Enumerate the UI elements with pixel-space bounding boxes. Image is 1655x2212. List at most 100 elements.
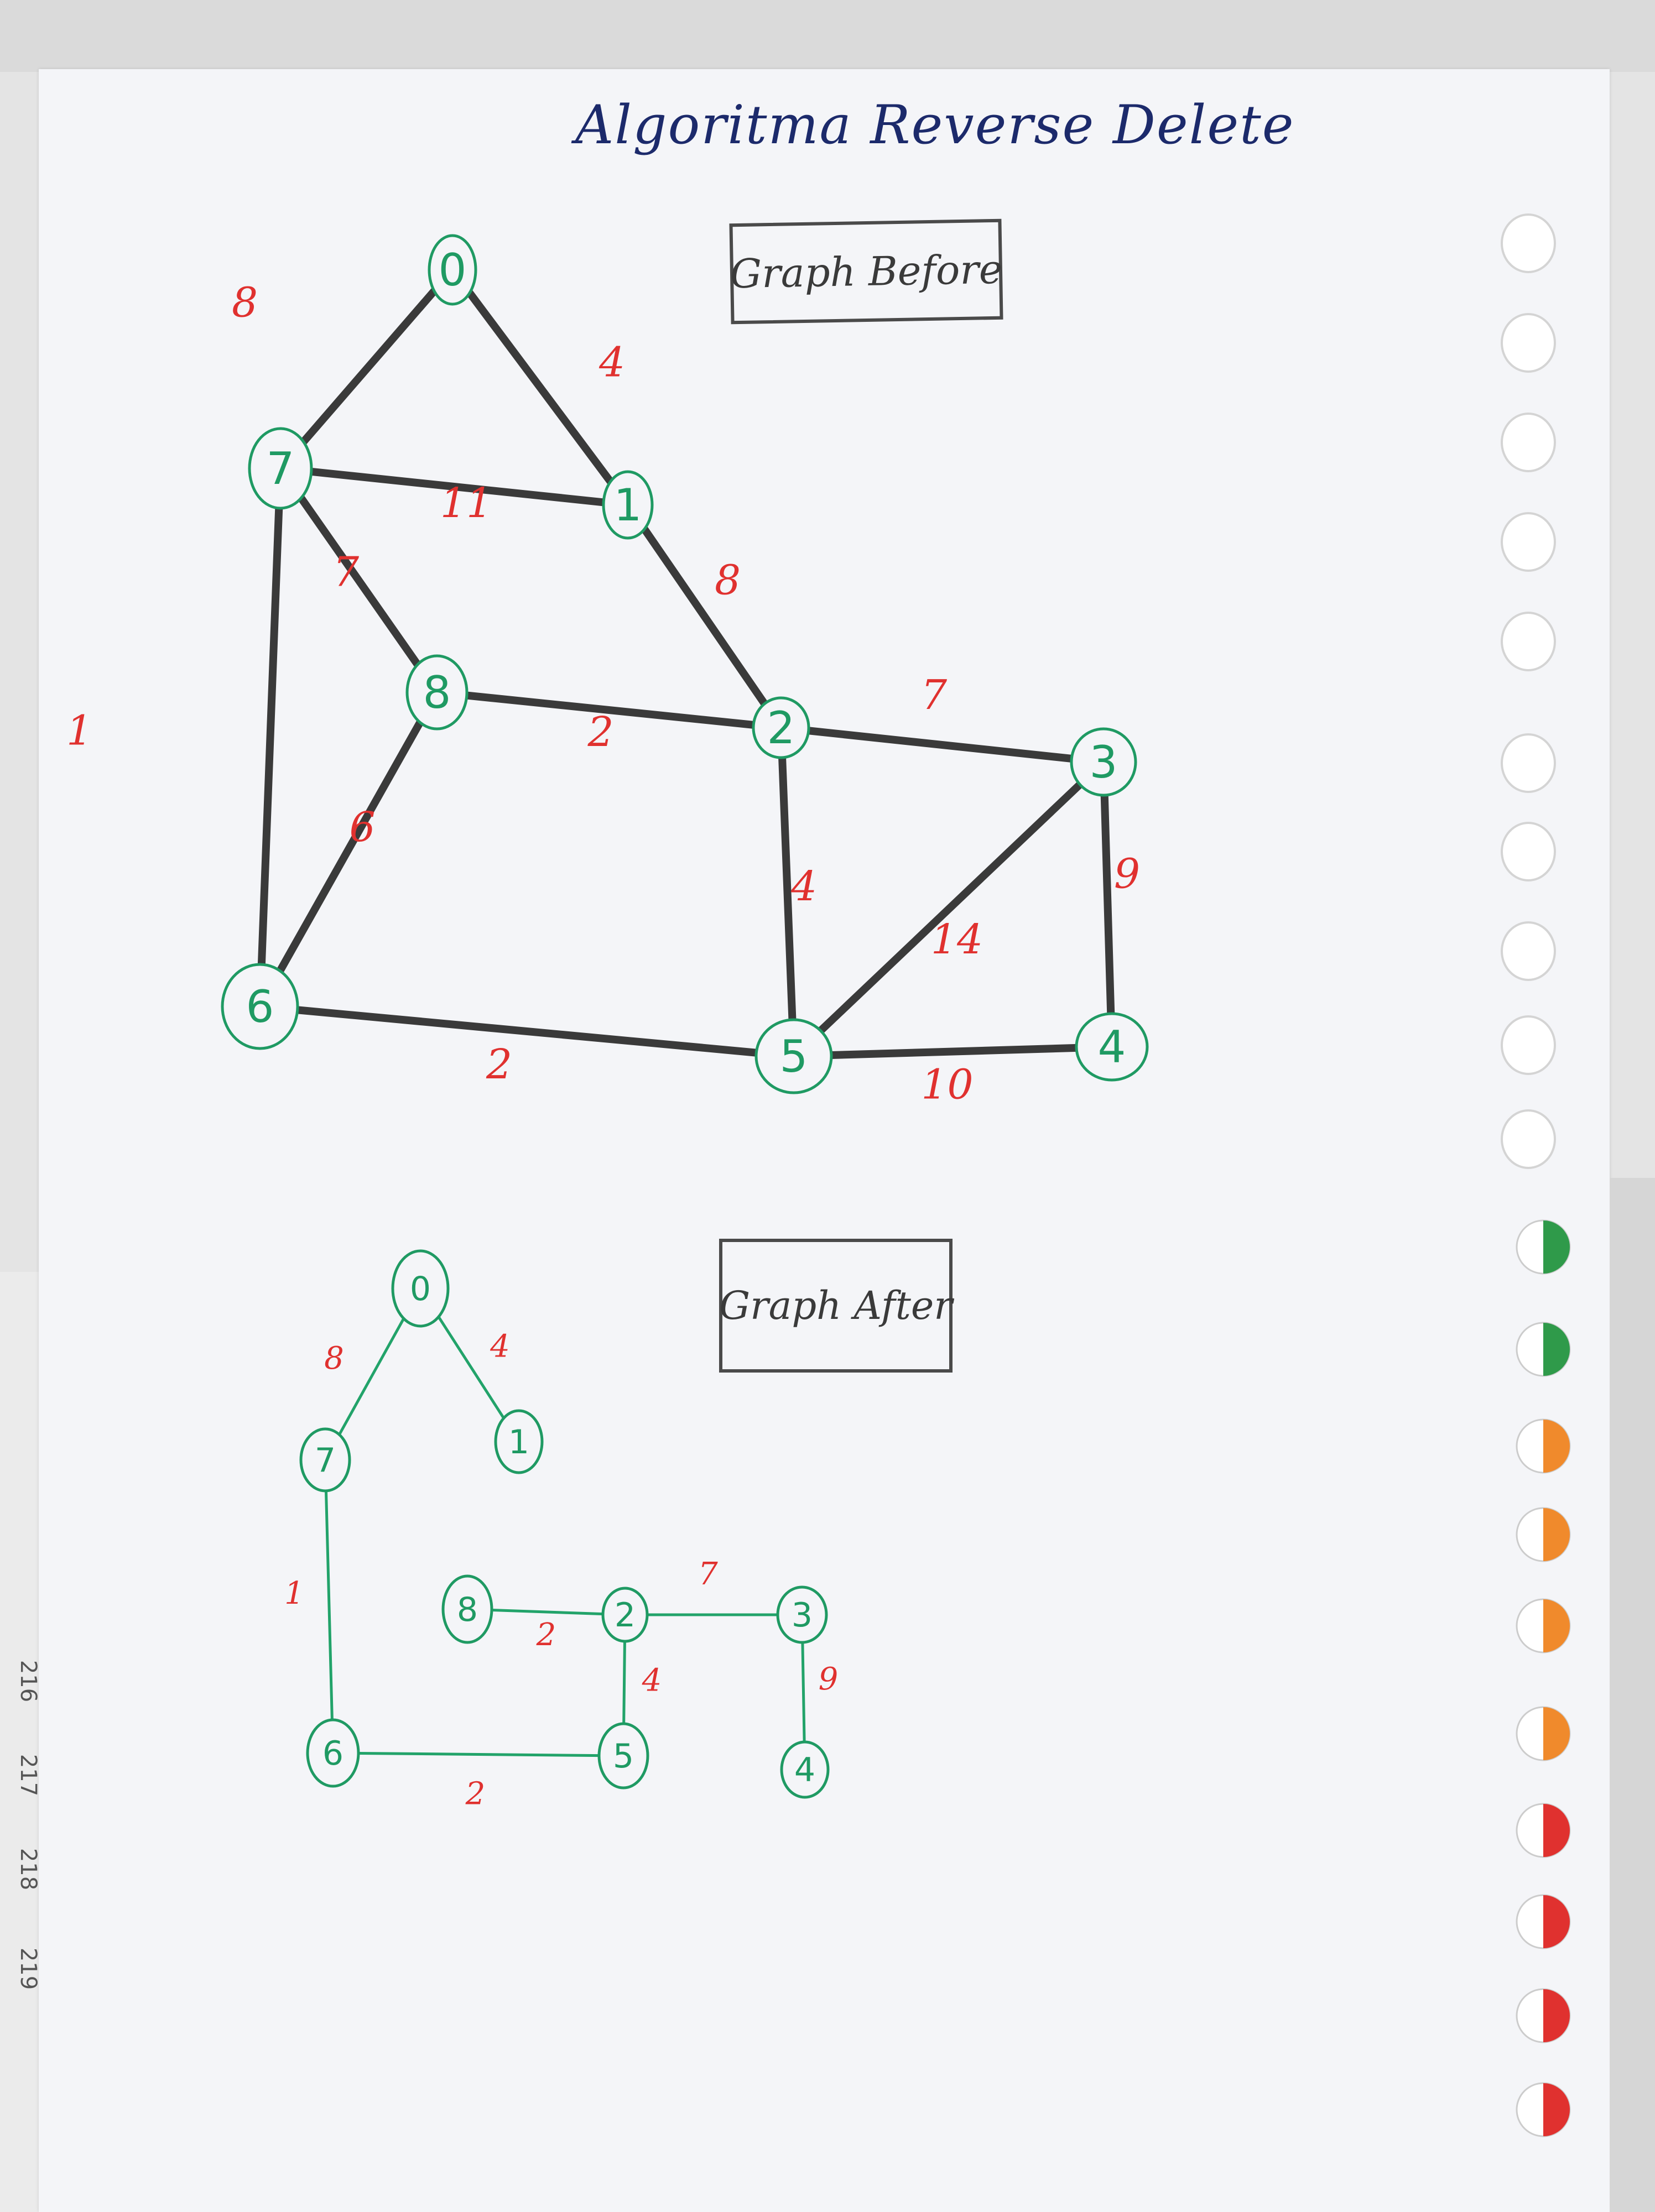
binder-hole [1501,921,1556,981]
node-5: 5 [754,1018,833,1094]
binder-holes [1501,213,1571,2137]
edge-weight-2-3: 7 [698,1556,718,1592]
node-circle [494,1409,544,1474]
edge-2-3 [777,724,1107,766]
edge-weight-0-1: 4 [598,339,625,387]
edge-weight-6-5: 2 [486,1041,512,1088]
node-label: 5 [613,1737,634,1776]
node-circle [391,1249,450,1328]
edge-7-6 [256,465,284,1010]
edge-8-2 [433,688,785,732]
node-circle [601,1587,649,1643]
edge-weight-2-5: 4 [642,1663,662,1699]
binder-tab-color [1543,1804,1570,1857]
node-3: 3 [1070,727,1137,797]
node-circle [754,1018,833,1094]
binder-hole [1501,1015,1556,1075]
edge-weight-2-3: 7 [921,671,947,719]
binder-hole [1501,313,1556,373]
node-0: 0 [391,1249,450,1328]
edge-3-5 [790,758,1107,1060]
edge-5-4 [790,1043,1116,1060]
binder-tab-color [1543,1895,1570,1948]
edge-weight-7-6: 1 [66,707,92,755]
node-circle [248,427,313,510]
ruler-mark-label: 218 [15,1848,41,1890]
node-label: 7 [315,1441,336,1480]
edge-weight-6-5: 2 [465,1776,486,1812]
edge-7-8 [277,465,441,696]
ruler [0,1272,40,2212]
edge-weight-3-5: 14 [931,916,983,963]
edge-weight-3-4: 9 [819,1661,839,1697]
edge-weight-8-2: 2 [536,1617,556,1653]
background-top-strip [0,0,1655,72]
node-circle [1070,727,1137,797]
node-6: 6 [221,963,299,1050]
node-label: 0 [439,244,467,296]
node-5: 5 [597,1722,649,1790]
ruler-mark-label: 216 [15,1660,41,1702]
binder-tab-color [1543,2083,1570,2136]
edge-0-1 [449,266,632,509]
node-label: 2 [615,1596,636,1635]
binder-hole [1501,213,1556,273]
node-circle [752,696,810,759]
edge-weight-7-8: 7 [333,549,359,596]
node-2: 2 [601,1587,649,1643]
binder-tab-color [1543,1323,1570,1376]
binder-tab-color [1543,1508,1570,1561]
node-7: 7 [248,427,313,510]
edge-weight-8-6: 6 [349,804,375,851]
edge-weight-7-1: 11 [440,479,492,527]
node-8: 8 [405,654,469,731]
node-circle [299,1427,351,1493]
node-0: 0 [428,234,477,306]
node-1: 1 [494,1409,544,1474]
node-circle [428,234,477,306]
node-label: 4 [794,1751,815,1790]
node-circle [597,1722,649,1790]
binder-tab-color [1543,1707,1570,1760]
node-label: 7 [267,443,295,494]
edge-weight-0-7: 8 [232,279,258,327]
node-label: 1 [508,1423,529,1462]
background-right-edge [1610,1178,1655,2212]
node-1: 1 [602,470,654,540]
node-label: 6 [322,1734,344,1773]
binder-tab-color [1543,1599,1570,1652]
edges: 8 4 1 2 7 4 9 2 [284,1287,839,1812]
edge-6-5 [256,1003,798,1060]
node-circle [780,1740,830,1799]
node-circle [441,1574,493,1644]
node-circle [306,1718,360,1788]
edge-weight-0-7: 8 [324,1340,344,1376]
edge-weight-0-1: 4 [490,1329,510,1365]
binder-hole [1501,413,1556,472]
edge-3-4 [1100,758,1116,1051]
edge-weight-2-5: 4 [790,863,817,910]
node-circle [602,470,654,540]
node-circle [221,963,299,1050]
edge-6-5 [331,1751,625,1757]
binder-tab-color [1543,1420,1570,1473]
node-label: 8 [457,1590,478,1629]
node-4: 4 [1075,1012,1149,1082]
node-label: 0 [410,1270,431,1308]
graph-before-label: Graph Before [729,218,1003,325]
edge-1-2 [624,501,785,732]
node-label: 3 [1090,737,1118,788]
node-7: 7 [299,1427,351,1493]
edge-8-6 [256,688,441,1010]
node-label: 1 [614,479,642,531]
edge-2-5 [777,724,798,1060]
graph-after-label: Graph After [719,1239,953,1373]
binder-hole [1501,733,1556,793]
paper-sheet [39,69,1610,2212]
node-6: 6 [306,1718,360,1788]
